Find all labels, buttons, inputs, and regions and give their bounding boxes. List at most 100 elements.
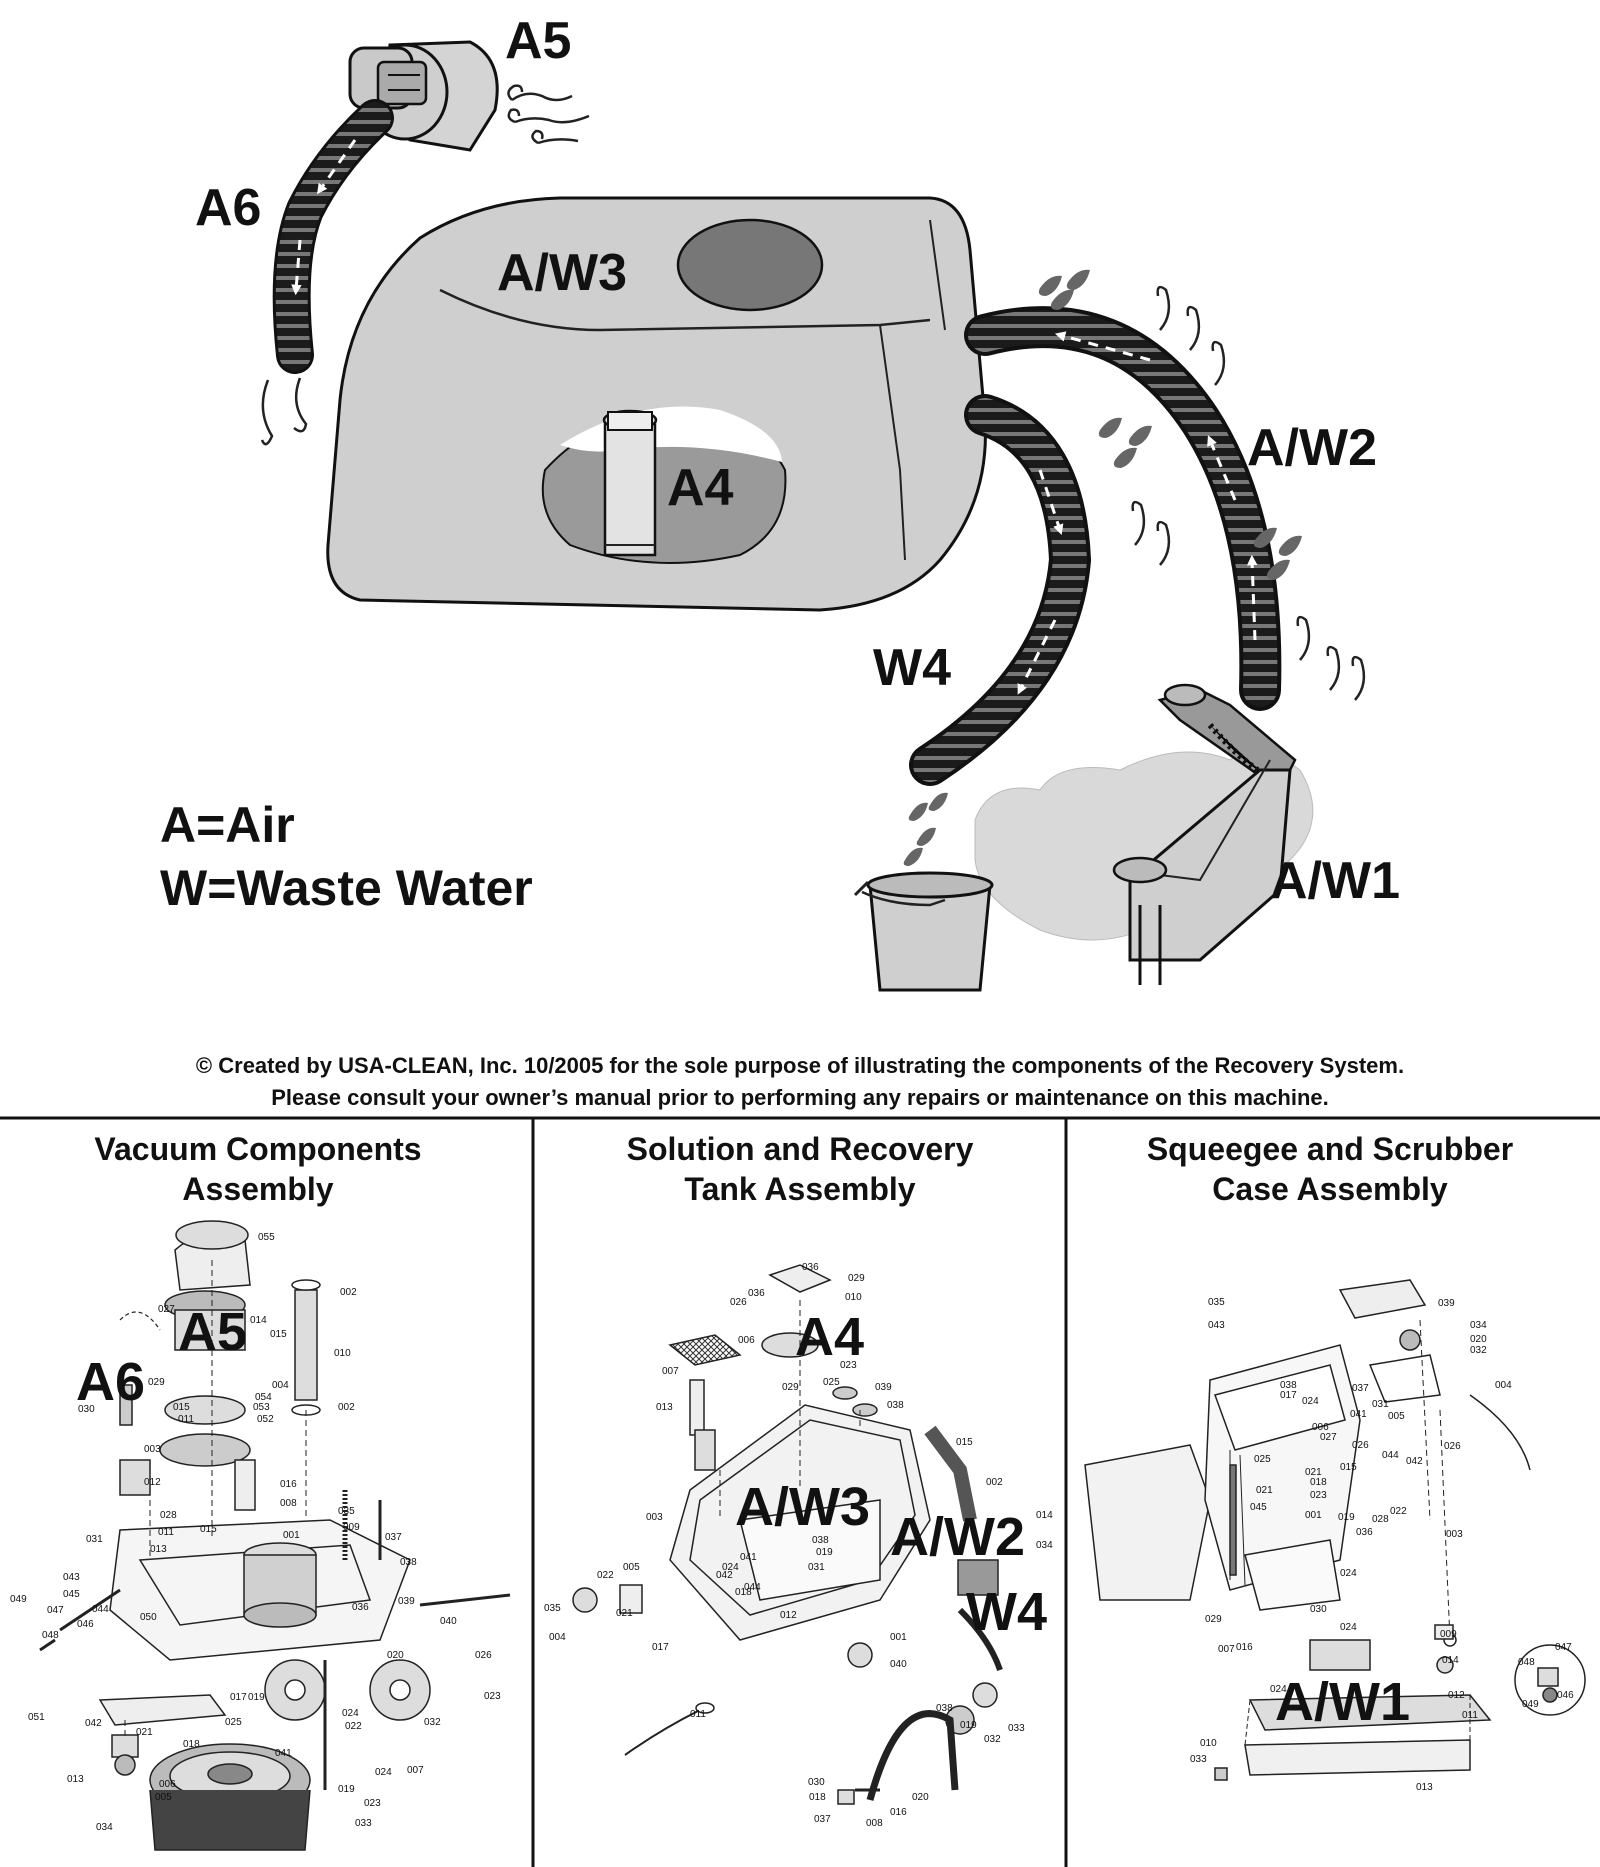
part-number-013: 013 (656, 1402, 673, 1413)
part-number-007: 007 (662, 1366, 679, 1377)
part-number-031: 031 (86, 1534, 103, 1545)
part-number-036: 036 (802, 1262, 819, 1273)
part-number-020: 020 (912, 1792, 929, 1803)
panel-2-title-line-1: Solution and Recovery (627, 1131, 974, 1167)
panel-2-overlay-aw2: A/W2 (890, 1507, 1025, 1567)
part-number-043: 043 (1208, 1320, 1225, 1331)
part-number-024: 024 (1270, 1684, 1287, 1695)
panel-3-overlay-aw1: A/W1 (1275, 1672, 1410, 1732)
part-number-011: 011 (1462, 1710, 1478, 1721)
part-number-019: 019 (338, 1784, 355, 1795)
part-number-030: 030 (808, 1777, 825, 1788)
part-number-019: 019 (816, 1547, 833, 1558)
part-number-034: 034 (1036, 1540, 1053, 1551)
part-number-003: 003 (646, 1512, 663, 1523)
part-number-025: 025 (823, 1377, 840, 1388)
part-number-045: 045 (1250, 1502, 1267, 1513)
recovery-tank (326, 196, 987, 612)
part-number-023: 023 (364, 1798, 381, 1809)
part-number-038: 038 (887, 1400, 904, 1411)
part-number-013: 013 (67, 1774, 84, 1785)
part-number-037: 037 (814, 1814, 831, 1825)
part-number-013: 013 (150, 1544, 167, 1555)
part-number-005: 005 (155, 1792, 172, 1803)
panel-squeegee-scrubber: Squeegee and Scrubber Case Assembly (1084, 1131, 1586, 1793)
part-number-007: 007 (407, 1765, 424, 1776)
part-number-012: 012 (1448, 1690, 1465, 1701)
part-number-041: 041 (740, 1552, 757, 1563)
part-number-052: 052 (257, 1414, 274, 1425)
part-number-044: 044 (744, 1582, 761, 1593)
part-number-005: 005 (1388, 1411, 1405, 1422)
part-number-028: 028 (160, 1510, 177, 1521)
air-swirl-right (1131, 285, 1366, 701)
part-number-053: 053 (253, 1402, 270, 1413)
part-number-006: 006 (738, 1335, 755, 1346)
part-number-041: 041 (1350, 1409, 1367, 1420)
part-number-049: 049 (1522, 1699, 1539, 1710)
vacuum-motor (348, 40, 499, 152)
part-number-032: 032 (984, 1734, 1001, 1745)
squeegee-exploded-view (1084, 1279, 1586, 1781)
part-number-004: 004 (1495, 1380, 1512, 1391)
part-number-042: 042 (716, 1570, 733, 1581)
part-number-021: 021 (616, 1608, 633, 1619)
part-number-018: 018 (735, 1587, 752, 1598)
copyright-line-1: © Created by USA-CLEAN, Inc. 10/2005 for… (196, 1053, 1404, 1078)
part-number-014: 014 (1036, 1510, 1053, 1521)
recovery-flow-illustration: A5 A6 A/W3 A4 A/W2 W4 A/W1 A=Air W=Waste… (160, 12, 1400, 992)
part-number-004: 004 (272, 1380, 289, 1391)
part-number-040: 040 (440, 1616, 457, 1627)
part-number-055: 055 (258, 1232, 275, 1243)
float-filter (602, 409, 658, 557)
part-number-038: 038 (1280, 1380, 1297, 1391)
part-number-017: 017 (652, 1642, 669, 1653)
part-number-050: 050 (140, 1612, 157, 1623)
part-number-019: 019 (248, 1692, 265, 1703)
part-number-038: 038 (400, 1557, 417, 1568)
part-number-048: 048 (1518, 1657, 1535, 1668)
part-number-026: 026 (1352, 1440, 1369, 1451)
part-number-024: 024 (1340, 1622, 1357, 1633)
part-number-011: 011 (690, 1709, 706, 1720)
part-number-023: 023 (1310, 1490, 1327, 1501)
water-droplets (903, 269, 1302, 866)
part-number-035: 035 (1208, 1297, 1225, 1308)
panel-2-title-line-2: Tank Assembly (684, 1171, 915, 1207)
part-number-035: 035 (338, 1506, 355, 1517)
part-number-025: 025 (225, 1717, 242, 1728)
part-number-016: 016 (890, 1807, 907, 1818)
part-number-024: 024 (375, 1767, 392, 1778)
part-number-004: 004 (549, 1632, 566, 1643)
part-number-030: 030 (1310, 1604, 1327, 1615)
panel-2-overlay-a4: A4 (795, 1307, 864, 1367)
part-number-001: 001 (283, 1530, 300, 1541)
part-number-046: 046 (1557, 1690, 1574, 1701)
part-number-006: 006 (159, 1779, 176, 1790)
panel-3-title-line-1: Squeegee and Scrubber (1147, 1131, 1513, 1167)
part-number-024: 024 (722, 1562, 739, 1573)
part-number-035: 035 (544, 1603, 561, 1614)
part-number-010: 010 (1200, 1738, 1217, 1749)
part-number-008: 008 (280, 1498, 297, 1509)
part-number-029: 029 (848, 1273, 865, 1284)
part-number-002: 002 (986, 1477, 1003, 1488)
part-number-019: 019 (1338, 1512, 1355, 1523)
panel-solution-recovery-tank: Solution and Recovery Tank Assembly (544, 1131, 1053, 1829)
part-number-027: 027 (1320, 1432, 1337, 1443)
part-number-020: 020 (387, 1650, 404, 1661)
air-swirl-a5 (507, 84, 590, 145)
legend-air: A=Air (160, 797, 295, 853)
label-a5: A5 (505, 12, 571, 70)
part-number-034: 034 (1470, 1320, 1487, 1331)
part-number-022: 022 (597, 1570, 614, 1581)
part-number-039: 039 (875, 1382, 892, 1393)
part-number-015: 015 (270, 1329, 287, 1340)
part-number-049: 049 (10, 1594, 27, 1605)
panel-frame (0, 1116, 1600, 1867)
part-number-001: 001 (1305, 1510, 1322, 1521)
part-number-045: 045 (63, 1589, 80, 1600)
panel-1-title-line-2: Assembly (182, 1171, 333, 1207)
